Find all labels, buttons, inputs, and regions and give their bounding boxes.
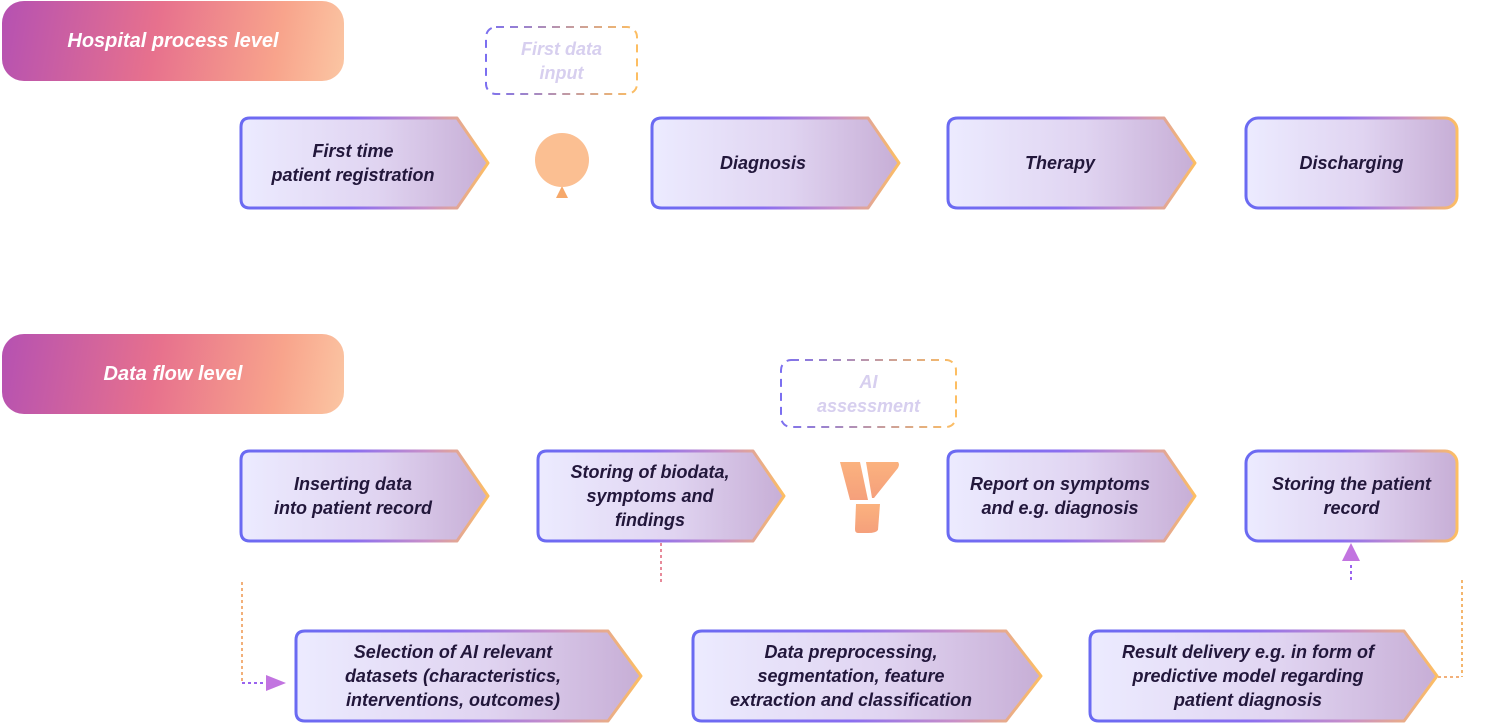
step-report-symptoms: [946, 449, 1197, 543]
data-flow-level-badge: Data flow level: [2, 334, 344, 414]
step-result-delivery: [1088, 629, 1439, 723]
data-flow-level-label: Data flow level: [103, 362, 243, 385]
dotted-connector-to-storage: [1350, 565, 1463, 678]
hospital-process-level-label: Hospital process level: [67, 29, 279, 52]
step-selection-ai-datasets: [294, 629, 643, 723]
first-data-input-box: [485, 26, 638, 95]
ai-feedback-connector: [561, 196, 868, 360]
funnel-icon: [840, 462, 899, 533]
step-diagnosis: [650, 116, 901, 210]
step-storing-biodata: [536, 449, 786, 543]
ai-assessment-label: AI assessment: [816, 371, 921, 416]
ai-assessment-box: [780, 359, 957, 428]
orange-circle-icon: [535, 133, 589, 187]
step-therapy: [946, 116, 1197, 210]
arrowhead-right-icon: [266, 675, 286, 691]
hospital-process-level-badge: Hospital process level: [2, 1, 344, 81]
step-storing-patient-record: [1244, 449, 1459, 543]
arrowhead-up-storage-icon: [1342, 543, 1360, 561]
step-discharging: [1244, 116, 1459, 210]
first-data-input-label: First data input: [520, 38, 603, 83]
arrowhead-up-icon: [556, 186, 568, 198]
step-data-preprocessing: [691, 629, 1043, 723]
step-inserting-data: [239, 449, 490, 543]
step-first-time-registration: [239, 116, 490, 210]
